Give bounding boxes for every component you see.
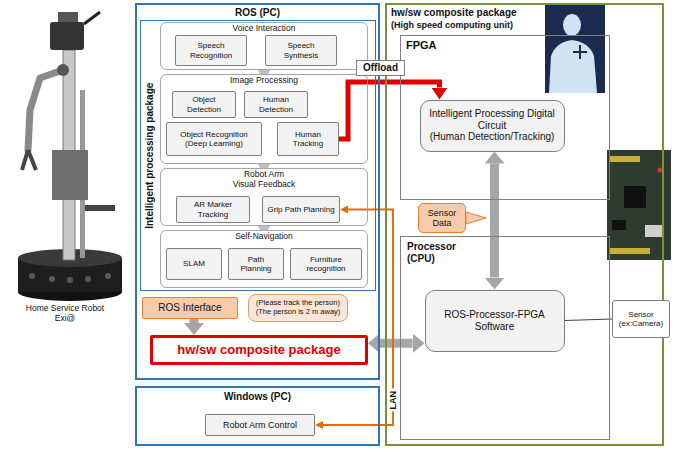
box-label: Sensor (ex:Camera) bbox=[617, 310, 665, 328]
box-label: Human Tracking bbox=[282, 130, 334, 148]
process-box: Speech Recognition bbox=[175, 35, 247, 66]
heading-text: Processor (CPU) bbox=[407, 241, 477, 264]
box-label: hw/sw composite package bbox=[157, 343, 361, 358]
robot-part bbox=[84, 12, 100, 24]
heading-text: hw/sw composite package bbox=[391, 7, 517, 19]
box-label: Grip Path Planning bbox=[267, 205, 335, 214]
robot-part bbox=[50, 22, 84, 50]
fpga-board-photo bbox=[607, 150, 671, 260]
heading-text: Robot Arm Visual Feedback bbox=[232, 170, 297, 190]
robot-caption: Home Service Robot Exi@ bbox=[20, 304, 110, 324]
function-group: Voice InteractionSpeech Recognition Speec… bbox=[160, 22, 368, 70]
box-label: Intelligent Processing Digital Circuit bbox=[425, 108, 560, 131]
sensor-box: Sensor (ex:Camera) bbox=[612, 300, 670, 338]
board-connector bbox=[610, 156, 640, 162]
heading-text: Self-Navigation bbox=[161, 232, 367, 242]
processor-box: Processor (CPU) ROS-Processor-FPGA Softwa… bbox=[400, 236, 610, 440]
interface-box: ROS Interface bbox=[142, 297, 238, 319]
fpga-chip bbox=[624, 186, 646, 208]
hw-sw-unit-panel: hw/sw composite package(High speed compu… bbox=[385, 3, 664, 446]
box-label: SLAM bbox=[171, 259, 217, 268]
heading-text: Intelligent processing package bbox=[144, 82, 156, 228]
box-label: Speech Recognition bbox=[180, 41, 242, 59]
ros-pc-panel: ROS (PC) Intelligent processing package Vo… bbox=[135, 3, 380, 380]
process-box: Furniture recognition bbox=[290, 248, 362, 280]
callout-pointer bbox=[466, 212, 486, 224]
box-label: AR Marker Tracking bbox=[181, 200, 245, 218]
box-label: Sensor Data bbox=[423, 208, 461, 229]
board-connector bbox=[645, 225, 663, 237]
board-led bbox=[658, 168, 663, 173]
box-label: Object Recognition (Deep Learning) bbox=[171, 130, 257, 148]
box-label: Human Detection bbox=[249, 95, 303, 113]
process-box: Object Recognition (Deep Learning) bbox=[166, 122, 262, 156]
robot-arm bbox=[28, 70, 63, 150]
box-label: Path Planning bbox=[233, 255, 279, 273]
process-box: Speech Synthesis bbox=[265, 35, 337, 66]
edge-label: LAN bbox=[388, 389, 398, 412]
robot-part bbox=[29, 273, 35, 279]
process-box: Human Detection bbox=[244, 91, 308, 118]
heading-text: (High speed computing unit) bbox=[391, 20, 513, 30]
box-label: Furniture recognition bbox=[295, 255, 357, 273]
robot-part bbox=[52, 150, 88, 200]
tracking-mark bbox=[579, 45, 581, 59]
fpga-box: FPGA Intelligent Processing Digital Circu… bbox=[400, 35, 610, 200]
function-group: Image ProcessingObject Detection Human De… bbox=[160, 74, 368, 164]
heading-text: FPGA bbox=[406, 39, 437, 52]
edge-label: Offload bbox=[356, 60, 405, 76]
heading-text: Windows (PC) bbox=[137, 391, 378, 403]
robot-part bbox=[85, 276, 91, 282]
process-box: AR Marker Tracking bbox=[176, 196, 250, 223]
package-box: hw/sw composite package bbox=[150, 335, 368, 365]
process-box: SLAM bbox=[166, 248, 222, 280]
process-box: Object Detection bbox=[172, 91, 236, 118]
robot-part bbox=[85, 205, 115, 211]
robot-part bbox=[49, 276, 55, 282]
heading-text: ROS (PC) bbox=[137, 7, 378, 19]
process-box: Robot Arm Control bbox=[205, 414, 315, 436]
software-box: ROS-Processor-FPGA Software bbox=[425, 290, 565, 352]
function-group: Robot Arm Visual Feedback AR Marker Track… bbox=[160, 168, 368, 226]
robot-part bbox=[58, 12, 78, 22]
box-label: (Please track the person) (The person is… bbox=[253, 299, 343, 316]
sensor-wire bbox=[565, 319, 613, 321]
function-group: Self-NavigationSLAM Path Planning Furnitur… bbox=[160, 230, 368, 288]
board-connector bbox=[610, 248, 650, 254]
package-frame: Intelligent processing package Voice Inte… bbox=[140, 20, 376, 291]
fpga-chip bbox=[612, 220, 626, 230]
box-label: ROS Interface bbox=[147, 302, 233, 314]
human-silhouette bbox=[549, 40, 597, 93]
process-box: Grip Path Planning bbox=[262, 196, 340, 223]
heading-text: Image Processing bbox=[161, 76, 367, 86]
robot-part bbox=[105, 273, 111, 279]
camera-image bbox=[545, 3, 605, 93]
process-box: Human Tracking bbox=[277, 122, 339, 156]
data-flow-arrow bbox=[490, 164, 499, 278]
callout-box: Sensor Data bbox=[418, 203, 466, 233]
circuit-box: Intelligent Processing Digital Circuit(H… bbox=[420, 100, 565, 152]
heading-text: Voice Interaction bbox=[161, 24, 367, 34]
box-label: Robot Arm Control bbox=[210, 420, 310, 430]
robot-part bbox=[67, 277, 73, 283]
box-label: Speech Synthesis bbox=[270, 41, 332, 59]
box-label: ROS-Processor-FPGA Software bbox=[430, 309, 560, 332]
human-silhouette bbox=[563, 14, 581, 36]
data-flow-arrow bbox=[190, 319, 199, 323]
message-bubble: (Please track the person) (The person is… bbox=[248, 294, 348, 322]
process-box: Path Planning bbox=[228, 248, 284, 280]
robot-part bbox=[57, 64, 69, 76]
robot-gripper bbox=[22, 150, 36, 170]
windows-pc-panel: Windows (PC) Robot Arm Control bbox=[135, 386, 380, 446]
box-label: (Human Detection/Tracking) bbox=[425, 131, 560, 143]
box-label: Object Detection bbox=[177, 95, 231, 113]
